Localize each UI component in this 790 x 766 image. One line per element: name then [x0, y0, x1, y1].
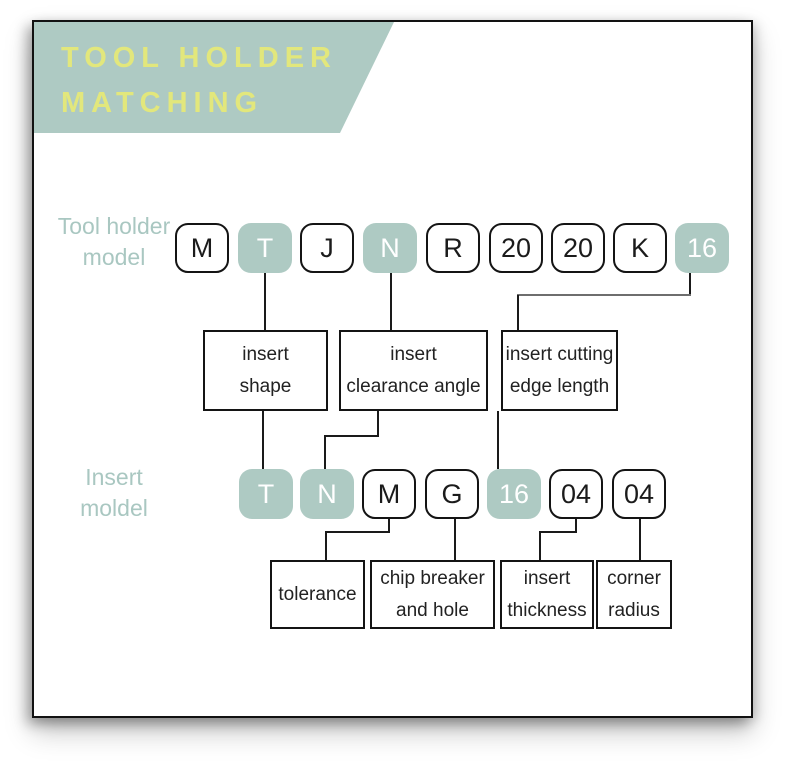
connector-line [539, 531, 577, 533]
tolerance-line1: tolerance [278, 583, 357, 605]
connector-line [262, 411, 264, 469]
header-banner [34, 22, 394, 133]
insert-cutting-edge-length-box: insert cutting edge length [501, 330, 618, 411]
connector-line [264, 273, 266, 330]
insert-code-04a: 04 [549, 469, 603, 519]
chip-breaker-line1: chip breaker [380, 567, 485, 589]
connector-line [390, 273, 392, 330]
tool-holder-code-J: J [300, 223, 354, 273]
page-title-line2: MATCHING [61, 87, 264, 119]
insert-model-label-line1: Insert [85, 464, 143, 490]
connector-line [639, 519, 641, 560]
insert-model-label-line2: moldel [80, 495, 148, 521]
tool-holder-code-R: R [426, 223, 480, 273]
insert-cutting-edge-length-line2: edge length [509, 375, 610, 397]
connector-line [377, 411, 379, 437]
connector-line [575, 519, 577, 533]
corner-radius-line2: radius [608, 599, 660, 621]
tool-holder-model-label-line1: Tool holder [57, 213, 171, 239]
connector-line [325, 531, 390, 533]
tool-holder-code-M: M [175, 223, 229, 273]
insert-model-label: Insert moldel [40, 462, 188, 524]
connector-line [454, 519, 456, 560]
connector-line [539, 532, 541, 560]
corner-radius-line1: corner [607, 567, 661, 589]
chip-breaker-line2: and hole [396, 599, 469, 621]
insert-clearance-angle-box: insert clearance angle [339, 330, 488, 411]
insert-shape-line1: insert [242, 343, 289, 365]
tolerance-box: tolerance [270, 560, 365, 629]
page-title-line1: TOOL HOLDER [61, 42, 337, 74]
connector-line [517, 294, 691, 296]
connector-line [497, 411, 499, 469]
connector-line [689, 273, 691, 296]
diagram-card: TOOL HOLDER MATCHING Tool holder model I… [32, 20, 753, 718]
corner-radius-box: corner radius [596, 560, 672, 629]
insert-thickness-box: insert thickness [500, 560, 594, 629]
connector-line [388, 519, 390, 533]
connector-line [517, 295, 519, 330]
insert-clearance-angle-line1: insert [390, 343, 437, 365]
insert-cutting-edge-length-line1: insert cutting [505, 343, 614, 365]
insert-shape-line2: shape [239, 375, 292, 397]
insert-clearance-angle-line2: clearance angle [346, 375, 481, 397]
insert-thickness-line1: insert [523, 567, 571, 589]
chip-breaker-and-hole-box: chip breaker and hole [370, 560, 495, 629]
insert-code-16: 16 [487, 469, 541, 519]
insert-code-M: M [362, 469, 416, 519]
insert-thickness-line2: thickness [507, 599, 587, 621]
insert-shape-box: insert shape [203, 330, 328, 411]
tool-holder-code-16: 16 [675, 223, 729, 273]
tool-holder-code-20b: 20 [551, 223, 605, 273]
insert-code-T: T [239, 469, 293, 519]
tool-holder-code-K: K [613, 223, 667, 273]
connector-line [324, 436, 326, 469]
insert-code-G: G [425, 469, 479, 519]
connector-line [325, 532, 327, 560]
tool-holder-code-T: T [238, 223, 292, 273]
insert-code-04b: 04 [612, 469, 666, 519]
page-title: TOOL HOLDER MATCHING [61, 36, 337, 126]
tool-holder-model-label: Tool holder model [40, 211, 188, 273]
tool-holder-code-N: N [363, 223, 417, 273]
insert-code-N: N [300, 469, 354, 519]
tool-holder-code-20a: 20 [489, 223, 543, 273]
tool-holder-model-label-line2: model [82, 244, 146, 270]
connector-line [324, 435, 379, 437]
